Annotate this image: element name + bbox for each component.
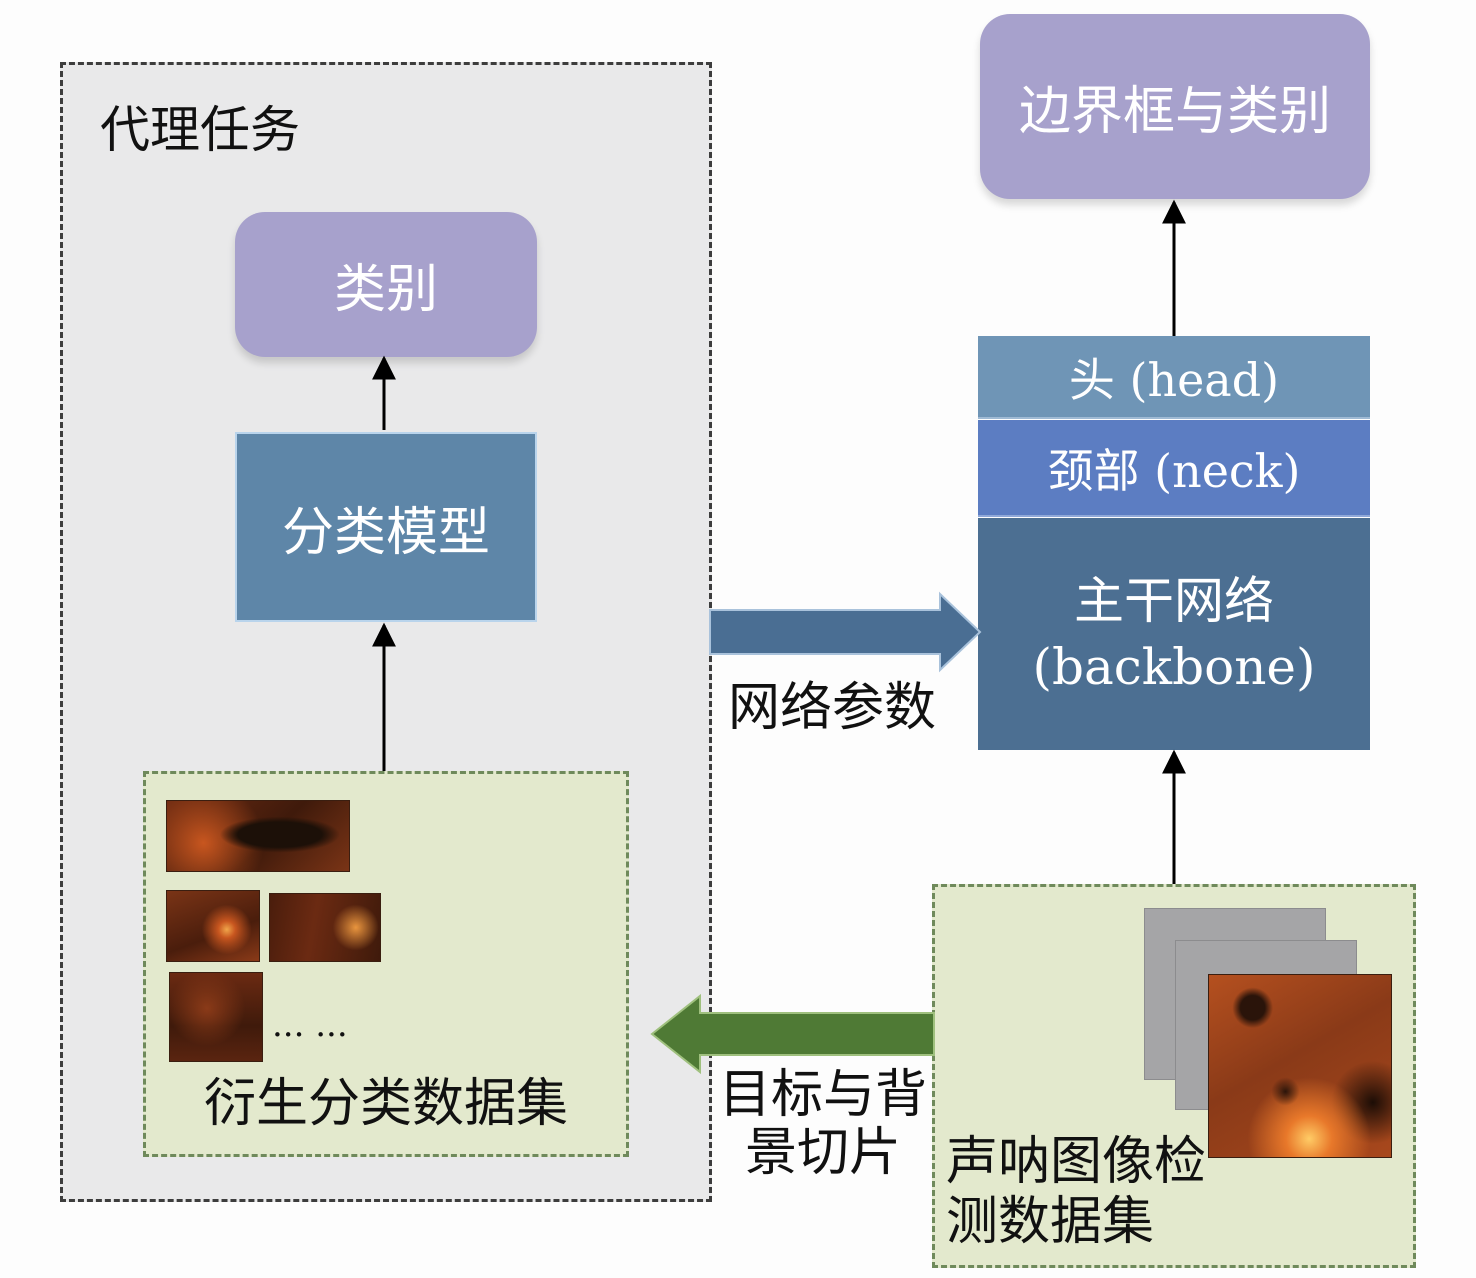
- bbox-category-label: 边界框与类别: [1018, 82, 1331, 142]
- slices-label: 目标与背景切片: [718, 1065, 927, 1183]
- neck-label: 颈部 (neck): [1047, 443, 1301, 498]
- detection-dataset-label-text: 声呐图像检测数据集: [946, 1132, 1207, 1252]
- sonar-image-front: [1208, 974, 1392, 1158]
- backbone-block: 主干网络 (backbone): [978, 518, 1370, 750]
- backbone-label-en: (backbone): [1032, 638, 1316, 696]
- slices-arrow: [650, 993, 935, 1075]
- bbox-category-output-box: 边界框与类别: [980, 14, 1370, 199]
- sonar-slice-background-1: [166, 890, 260, 962]
- classification-model-label: 分类模型: [281, 502, 490, 563]
- sonar-slice-target: [166, 800, 350, 872]
- network-params-arrow: [709, 591, 982, 673]
- network-params-label: 网络参数: [728, 678, 937, 738]
- sonar-slice-background-2: [269, 893, 381, 962]
- head-block: 头 (head): [978, 336, 1370, 419]
- more-slices-ellipsis: ... ...: [272, 1005, 348, 1045]
- classification-model-box: 分类模型: [235, 432, 537, 622]
- derived-dataset-label: 衍生分类数据集: [203, 1074, 568, 1134]
- neck-block: 颈部 (neck): [978, 420, 1370, 517]
- category-label: 类别: [333, 260, 438, 320]
- backbone-label-cn: 主干网络: [1074, 572, 1274, 630]
- proxy-task-title: 代理任务: [100, 101, 300, 159]
- head-label: 头 (head): [1068, 352, 1280, 407]
- category-output-box: 类别: [235, 212, 537, 357]
- detection-dataset-label: 声呐图像检测数据集: [946, 1132, 1226, 1252]
- sonar-slice-background-3: [169, 972, 263, 1062]
